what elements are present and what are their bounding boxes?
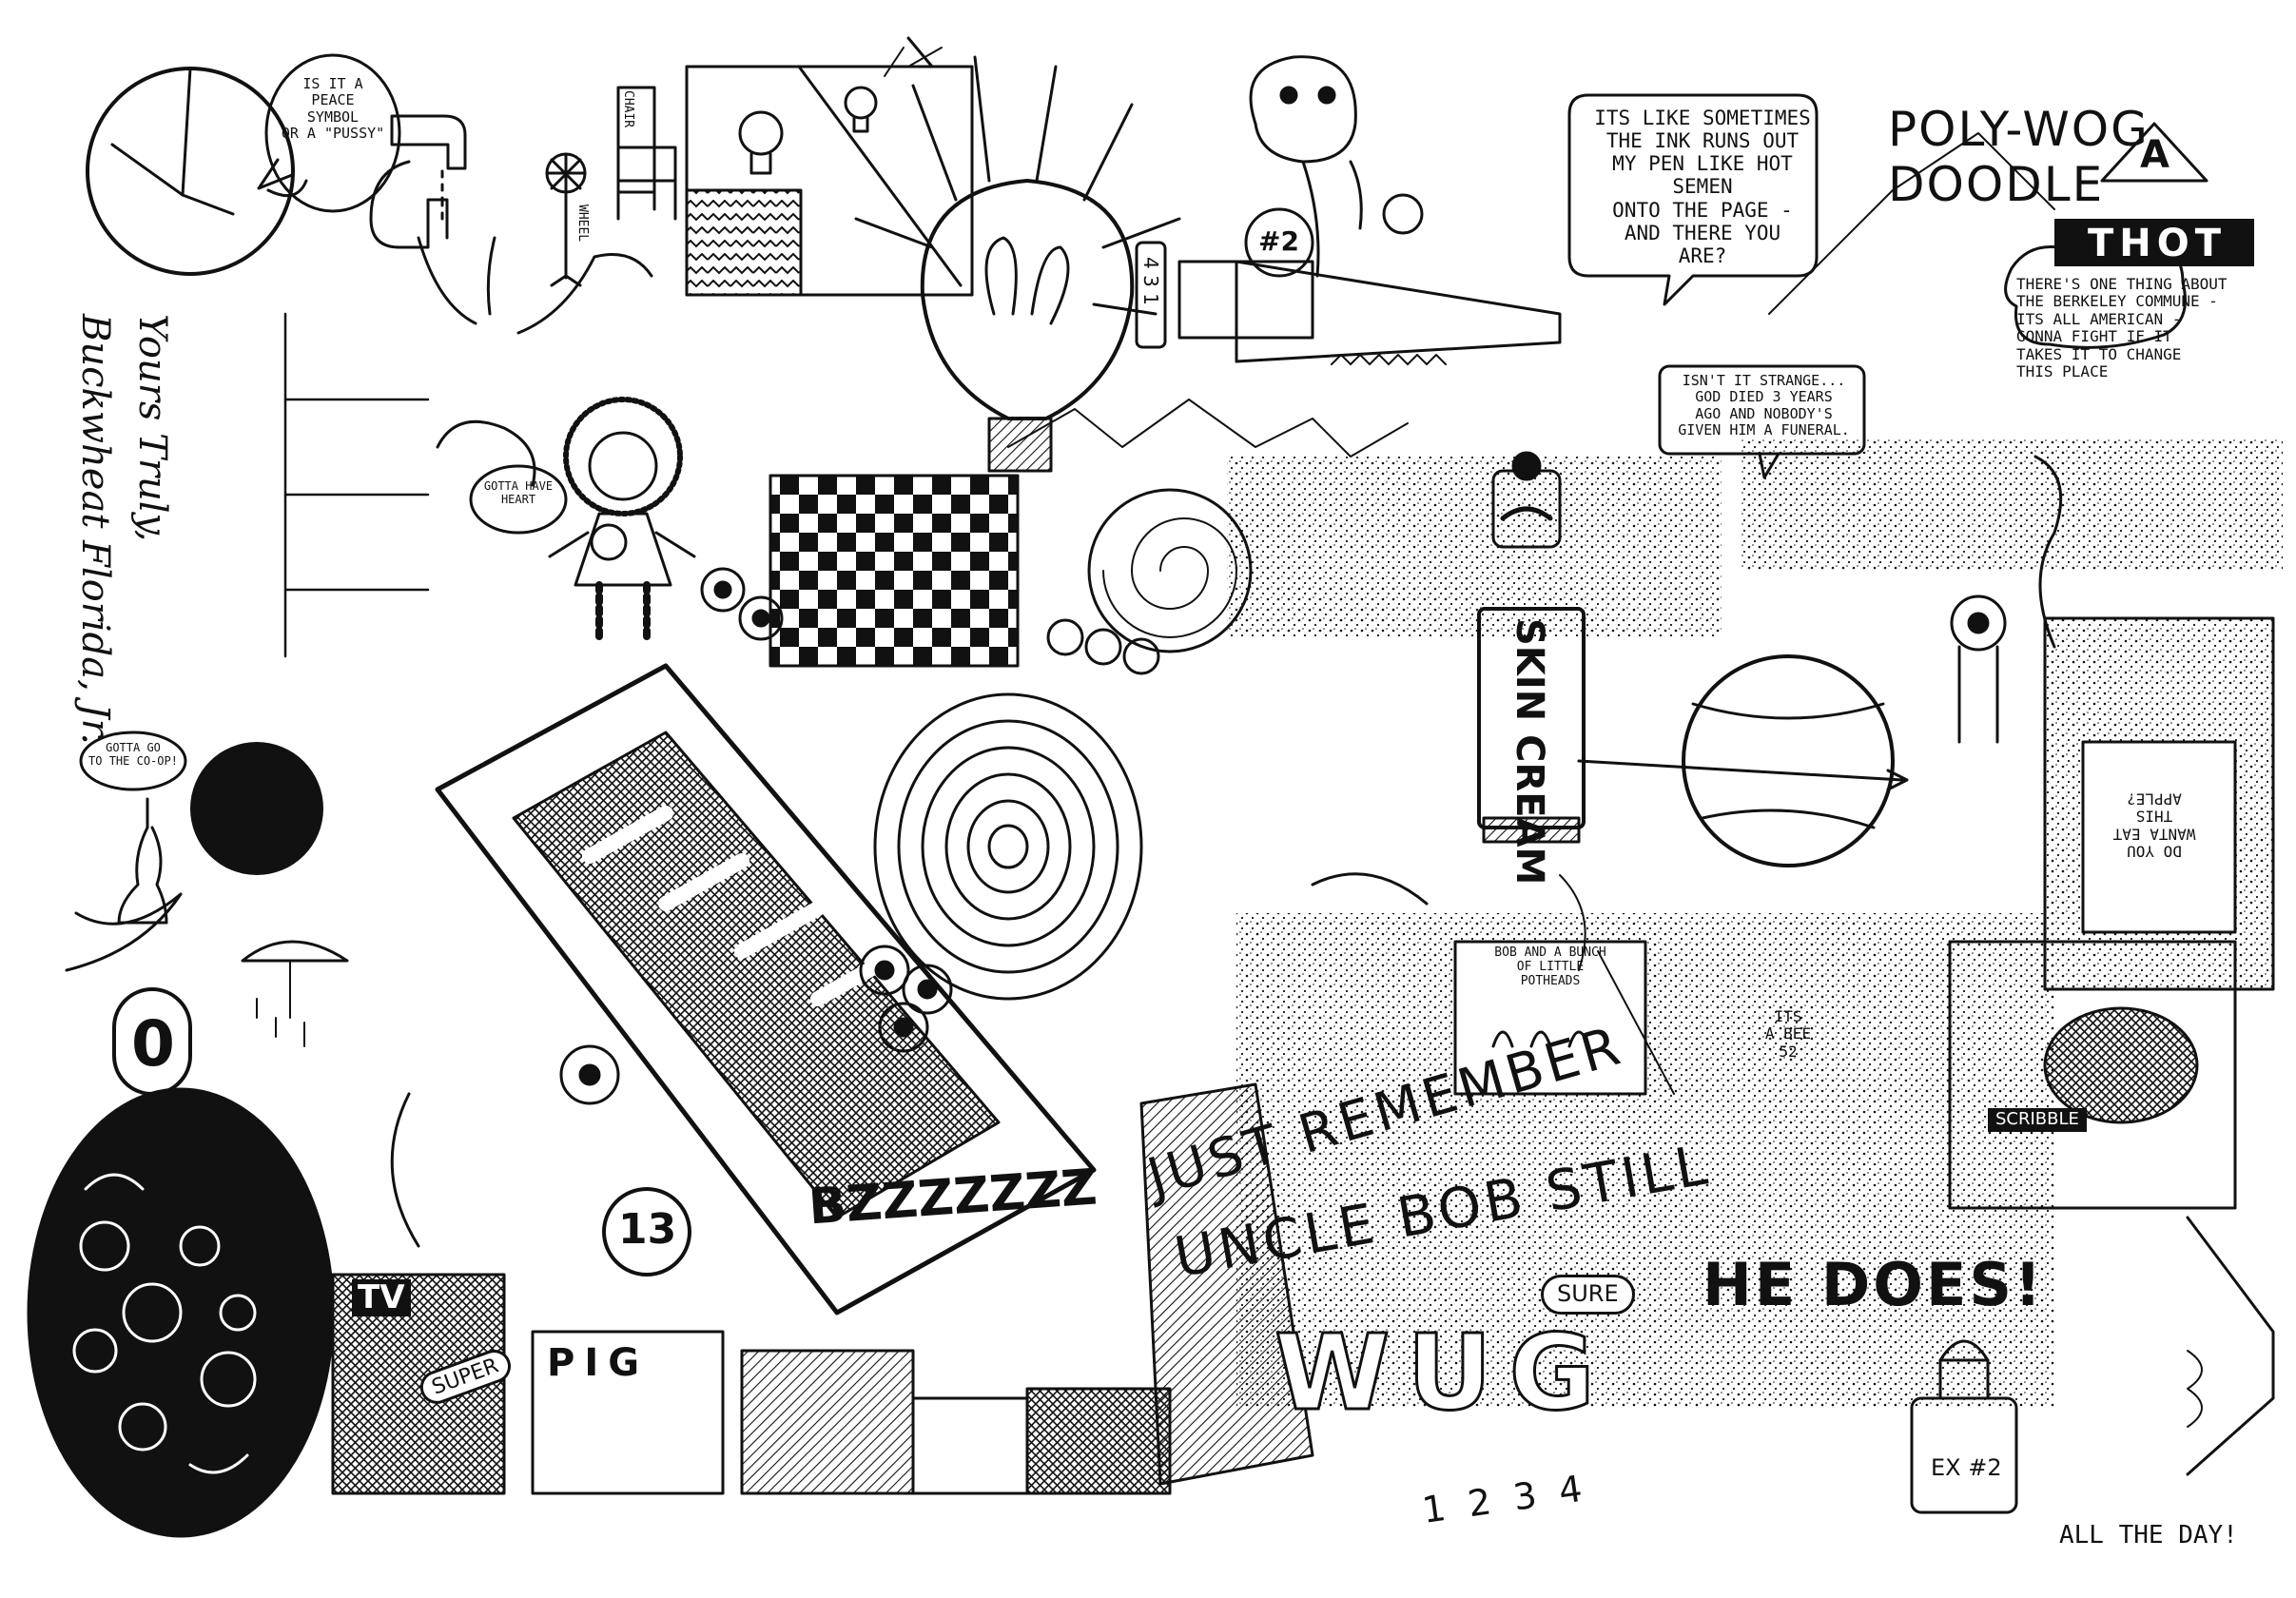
ex2-bottle — [1910, 1396, 2018, 1514]
saw-icon — [1135, 241, 1562, 365]
thot-word: THOT — [2088, 222, 2228, 265]
wheel-icon — [545, 152, 587, 287]
sure-label: SURE — [1541, 1275, 1635, 1315]
heart-speech-bubble — [469, 464, 568, 535]
god-bubble-text: ISN'T IT STRANGE... GOD DIED 3 YEARS AGO… — [1678, 372, 1850, 438]
badge-number: #2 — [1258, 225, 1299, 257]
skin-cream-tube — [1477, 451, 1586, 844]
thirteen-label: 13 — [618, 1205, 677, 1254]
pig-panel — [531, 1330, 725, 1495]
zero-label: 0 — [131, 1007, 175, 1081]
planet-icon — [1577, 654, 1909, 867]
fan-spiral-icon — [1087, 488, 1253, 653]
wheel-label: WHEEL — [574, 205, 590, 243]
striped-band — [1139, 1082, 1314, 1486]
ex2-label: EX #2 — [1931, 1454, 2002, 1481]
heart-bubble-text: GOTTA HAVE HEART — [483, 479, 554, 506]
diagonal-building — [435, 663, 1097, 1315]
bob-panel — [1453, 940, 1647, 1096]
page-title: POLY-WOG DOODLE — [1888, 102, 2150, 212]
peace-speech-bubble — [264, 53, 401, 213]
all-the-day-label: ALL THE DAY! — [2059, 1521, 2238, 1549]
apple-bubble-text: DO YOU WANTA EAT THIS APPLE? — [2112, 789, 2196, 861]
thot-block — [2054, 122, 2254, 266]
commune-bubble-text: THERE'S ONE THING ABOUT THE BERKELEY COM… — [2016, 275, 2228, 380]
peace-bubble-text: IS IT A PEACE SYMBOL OR A "PUSSY" — [281, 75, 385, 142]
chair-label: CHAIR — [620, 90, 635, 128]
thirteen-badge — [602, 1187, 691, 1276]
mushroom-creature-icon — [1244, 55, 1424, 278]
concentric-swirl — [873, 692, 1143, 1001]
saw-numbers: 4 3 1 — [1139, 257, 1162, 305]
bubble-blob — [27, 1087, 335, 1538]
scribble-label: SCRIBBLE — [1988, 1108, 2087, 1132]
hatched-panel — [685, 65, 974, 297]
big-light-bulb-icon — [854, 36, 1181, 473]
pig-label: PIG — [547, 1341, 650, 1385]
figure-icon — [65, 731, 187, 972]
rag-doll-icon — [548, 397, 696, 646]
wug-label: WUG — [1274, 1312, 1612, 1434]
peace-symbol-icon — [86, 67, 308, 276]
coop-bubble-text: GOTTA GO TO THE CO-OP! — [88, 741, 178, 768]
tv-label: TV — [352, 1278, 411, 1317]
eyeball-cluster — [559, 567, 1160, 1105]
chair-icon — [616, 86, 677, 221]
bob-bubble-text: BOB AND A BUNCH OF LITTLE POTHEADS — [1494, 945, 1606, 988]
ink-bubble-text: ITS LIKE SOMETIMES THE INK RUNS OUT MY P… — [1594, 107, 1811, 267]
light-bulb-icon — [738, 86, 878, 175]
right-creature — [1950, 455, 2063, 744]
he-does-label: HE DOES! — [1703, 1250, 2045, 1319]
ink-speech-bubble — [1567, 93, 1819, 306]
fence-lines — [283, 312, 430, 658]
artist-signature: Yours Truly, Buckwheat Florida, Jr. — [73, 314, 174, 746]
skin-cream-label: SKIN CREAM — [1508, 618, 1551, 886]
checker-board — [769, 474, 1020, 668]
faucet-icon — [369, 114, 496, 325]
thot-a: A — [2140, 133, 2170, 177]
bee-bubble-text: ITS A BEE 52 — [1764, 1007, 1812, 1061]
